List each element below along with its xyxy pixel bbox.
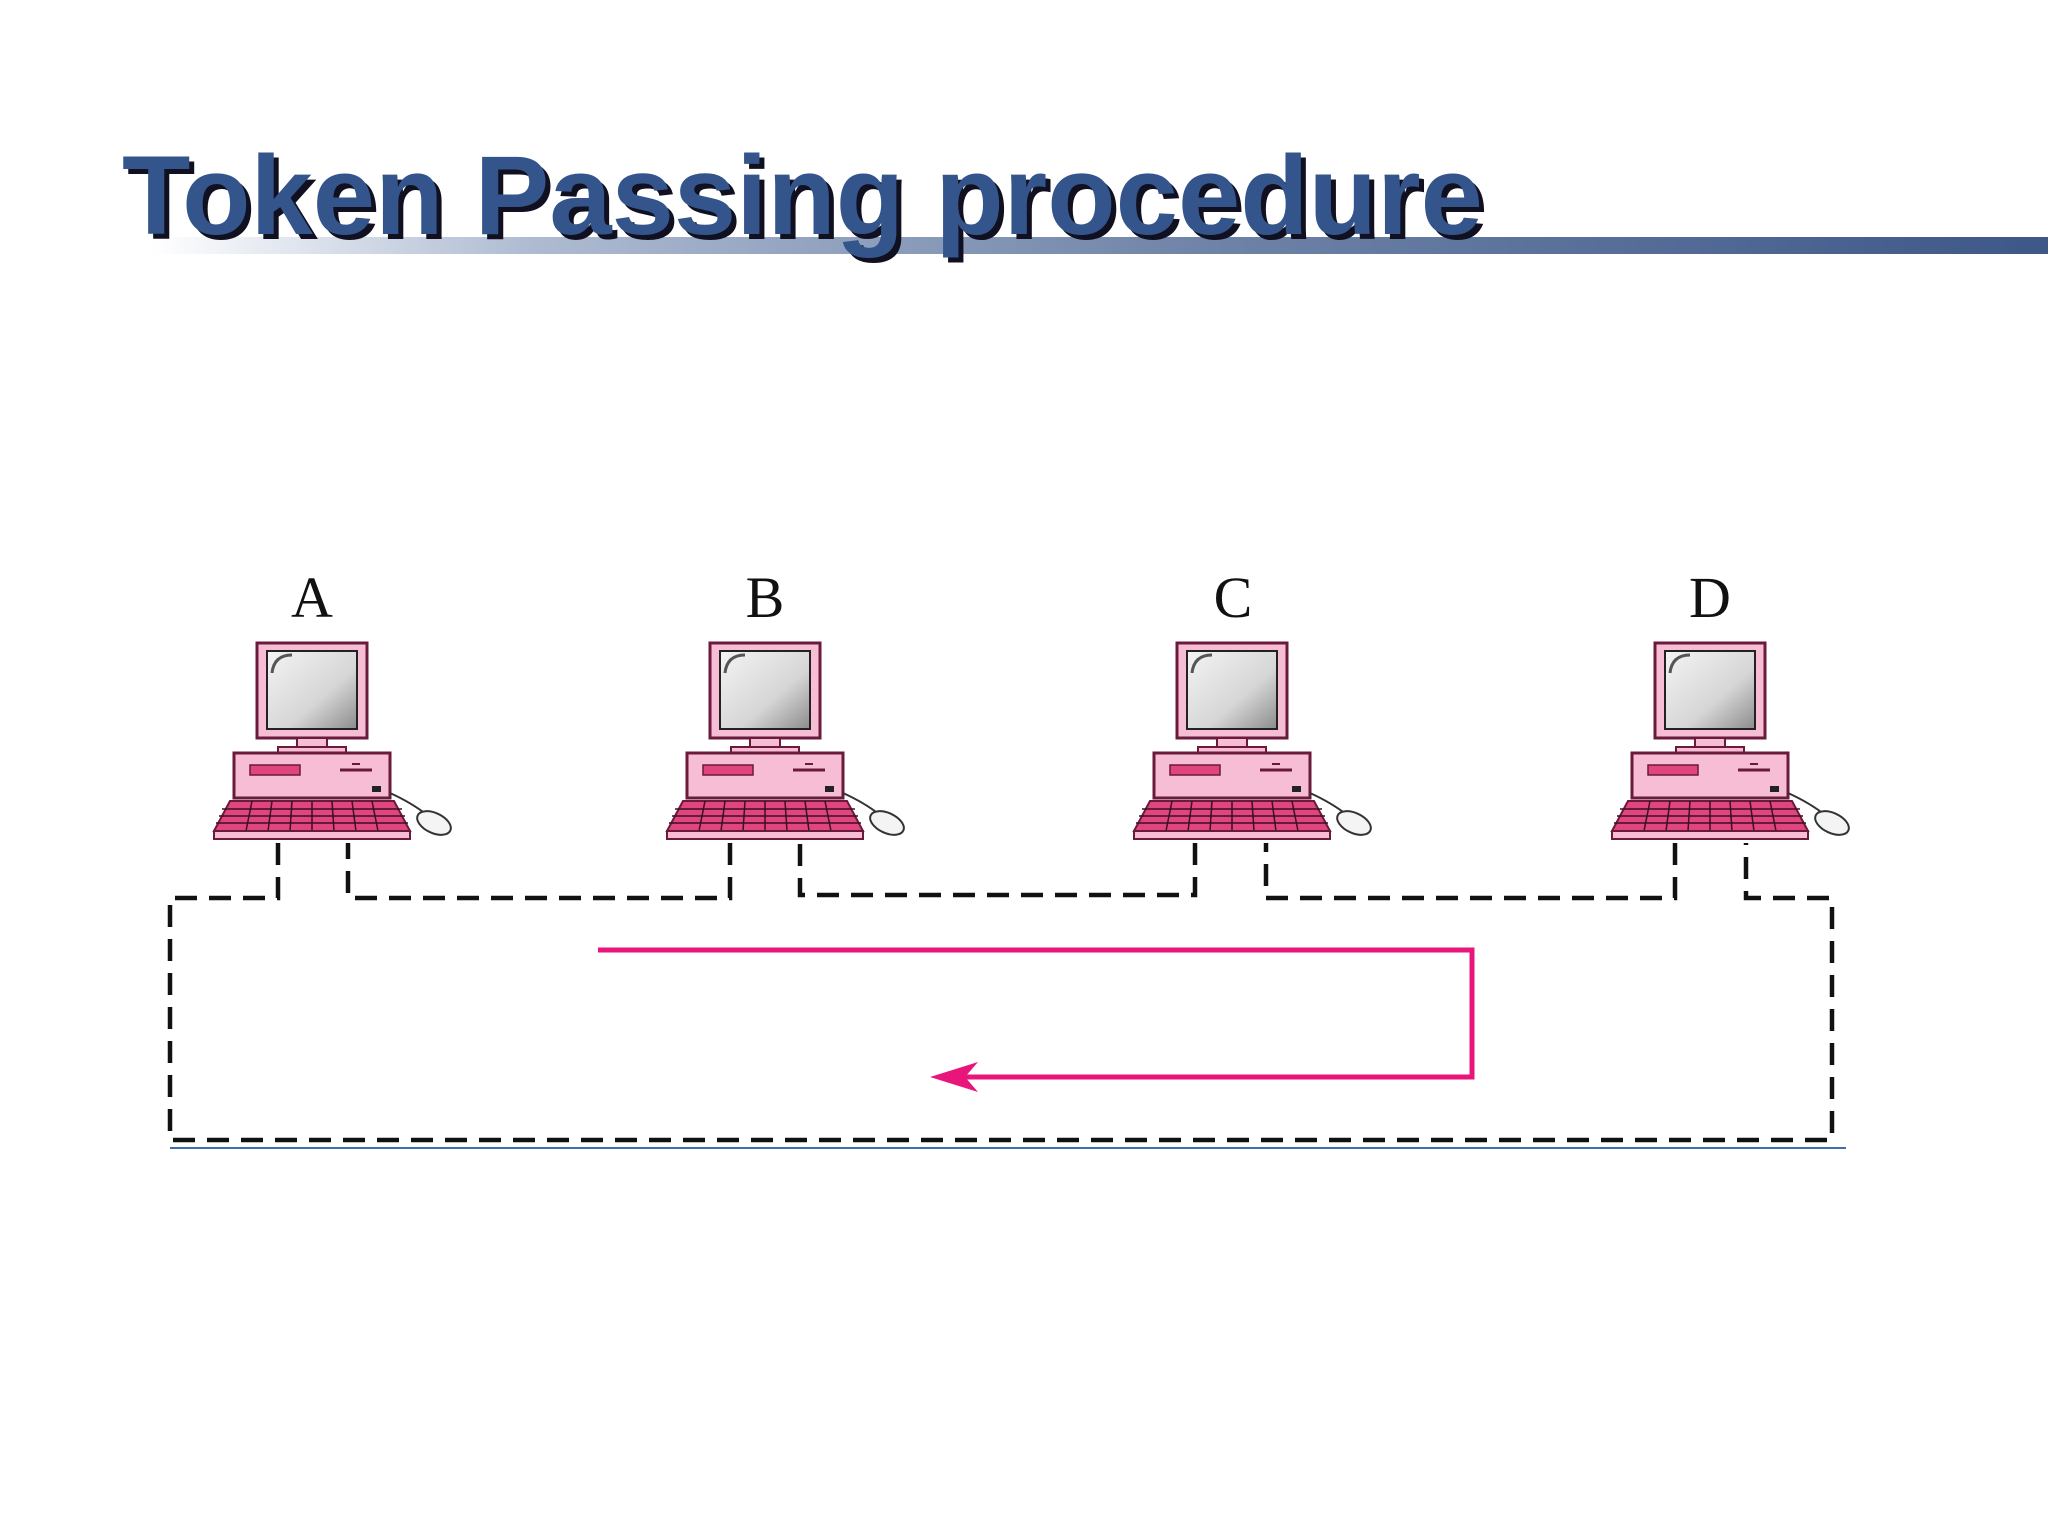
computer-icon: [1610, 641, 1855, 842]
station-c: C: [1132, 565, 1377, 842]
station-d: D: [1610, 565, 1855, 842]
slide-title: Token Passing procedure: [122, 133, 1483, 258]
arrowhead-left-icon: [930, 1062, 978, 1092]
station-a: A: [212, 565, 457, 842]
token-passing-arrow: [598, 947, 1475, 1080]
station-label-a: A: [291, 565, 333, 630]
computer-icon: [212, 641, 457, 842]
station-label-b: B: [746, 565, 785, 630]
computer-icon: [665, 641, 910, 842]
station-label-c: C: [1214, 565, 1253, 630]
logical-ring-dashed-line: [167, 843, 1835, 1143]
computer-icon: [1132, 641, 1377, 842]
station-label-d: D: [1689, 565, 1731, 630]
station-b: B: [665, 565, 910, 842]
title-underline-bar: [150, 237, 2048, 254]
